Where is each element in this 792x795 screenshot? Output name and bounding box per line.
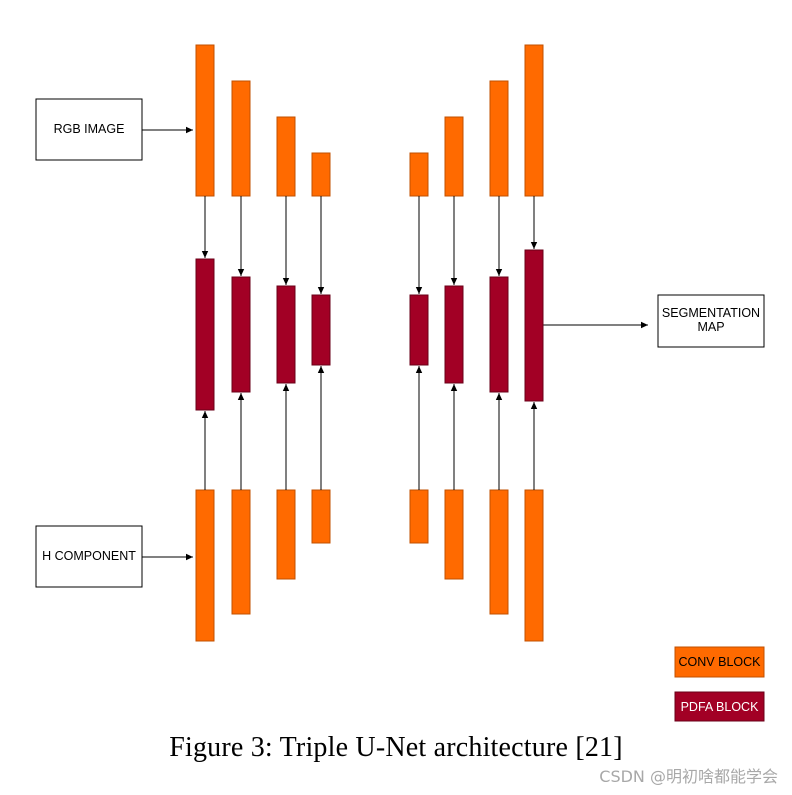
pdfa-block-1 [195, 258, 215, 411]
pdfa-block-8 [524, 249, 544, 402]
rgb-image-label: RGB IMAGE [54, 122, 125, 136]
legend-pdfa-label: PDFA BLOCK [681, 700, 759, 714]
conv-block-top-5 [409, 152, 429, 197]
conv-block-bottom-7 [489, 489, 509, 615]
segmentation-map-label-line2: MAP [697, 320, 724, 334]
conv-block-bottom-4 [311, 489, 331, 544]
block-columns [195, 44, 544, 642]
legend-pdfa-block: PDFA BLOCK [674, 691, 765, 722]
conv-block-bottom-2 [231, 489, 251, 615]
conv-block-bottom-8 [524, 489, 544, 642]
pdfa-block-5 [409, 294, 429, 366]
watermark: CSDN @明初啥都能学会 [599, 767, 778, 786]
conv-block-top-4 [311, 152, 331, 197]
conv-block-bottom-3 [276, 489, 296, 580]
pdfa-block-6 [444, 285, 464, 384]
conv-block-top-6 [444, 116, 464, 197]
legend: CONV BLOCK PDFA BLOCK [674, 646, 765, 722]
pdfa-block-3 [276, 285, 296, 384]
rgb-image-input-box: RGB IMAGE [35, 98, 143, 161]
pdfa-block-2 [231, 276, 251, 393]
legend-conv-block: CONV BLOCK [674, 646, 765, 678]
figure-caption: Figure 3: Triple U-Net architecture [21] [169, 732, 623, 763]
h-component-input-box: H COMPONENT [35, 525, 143, 588]
conv-block-top-2 [231, 80, 251, 197]
conv-block-bottom-1 [195, 489, 215, 642]
segmentation-map-label-line1: SEGMENTATION [662, 306, 760, 320]
conv-block-top-8 [524, 44, 544, 197]
h-component-label: H COMPONENT [42, 549, 136, 563]
conv-block-bottom-5 [409, 489, 429, 544]
pdfa-block-7 [489, 276, 509, 393]
segmentation-map-output-box: SEGMENTATION MAP [657, 294, 765, 348]
conv-block-top-7 [489, 80, 509, 197]
conv-block-top-3 [276, 116, 296, 197]
pdfa-block-4 [311, 294, 331, 366]
legend-conv-label: CONV BLOCK [679, 655, 762, 669]
conv-block-top-1 [195, 44, 215, 197]
conv-block-bottom-6 [444, 489, 464, 580]
